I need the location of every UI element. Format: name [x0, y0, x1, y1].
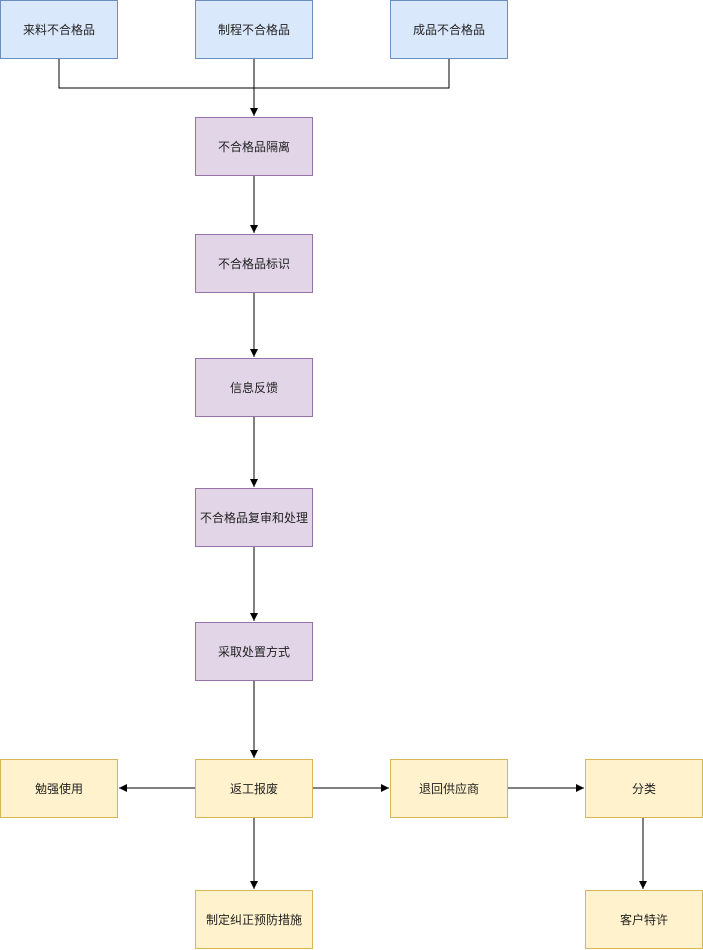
node-corrective: 制定纠正预防措施	[195, 890, 313, 949]
node-concession: 勉强使用	[0, 759, 118, 818]
node-return-supplier: 退回供应商	[390, 759, 508, 818]
node-process-nonconforming: 制程不合格品	[195, 0, 313, 59]
node-feedback: 信息反馈	[195, 358, 313, 417]
node-label: 客户特许	[619, 913, 668, 927]
node-label: 返工报废	[229, 782, 278, 796]
edge-incoming-merge	[58, 59, 254, 89]
node-label: 制程不合格品	[217, 23, 290, 37]
node-label: 采取处置方式	[217, 645, 290, 659]
node-label: 勉强使用	[34, 782, 83, 796]
node-method: 采取处置方式	[195, 622, 313, 681]
node-rework: 返工报废	[195, 759, 313, 818]
edge-finished-merge	[254, 59, 450, 89]
node-label: 成品不合格品	[412, 23, 485, 37]
node-label: 不合格品隔离	[217, 140, 290, 154]
node-review: 不合格品复审和处理	[195, 488, 313, 547]
node-label: 制定纠正预防措施	[205, 913, 302, 927]
node-finished-nonconforming: 成品不合格品	[390, 0, 508, 59]
node-incoming-nonconforming: 来料不合格品	[0, 0, 118, 59]
node-label: 来料不合格品	[22, 23, 95, 37]
node-customer-approval: 客户特许	[585, 890, 703, 949]
node-identify: 不合格品标识	[195, 234, 313, 293]
node-isolate: 不合格品隔离	[195, 117, 313, 176]
node-label: 不合格品标识	[217, 257, 290, 271]
node-label: 不合格品复审和处理	[199, 511, 308, 525]
node-label: 信息反馈	[229, 381, 278, 395]
node-label: 退回供应商	[418, 782, 479, 796]
node-classify: 分类	[585, 759, 703, 818]
node-label: 分类	[631, 782, 656, 796]
